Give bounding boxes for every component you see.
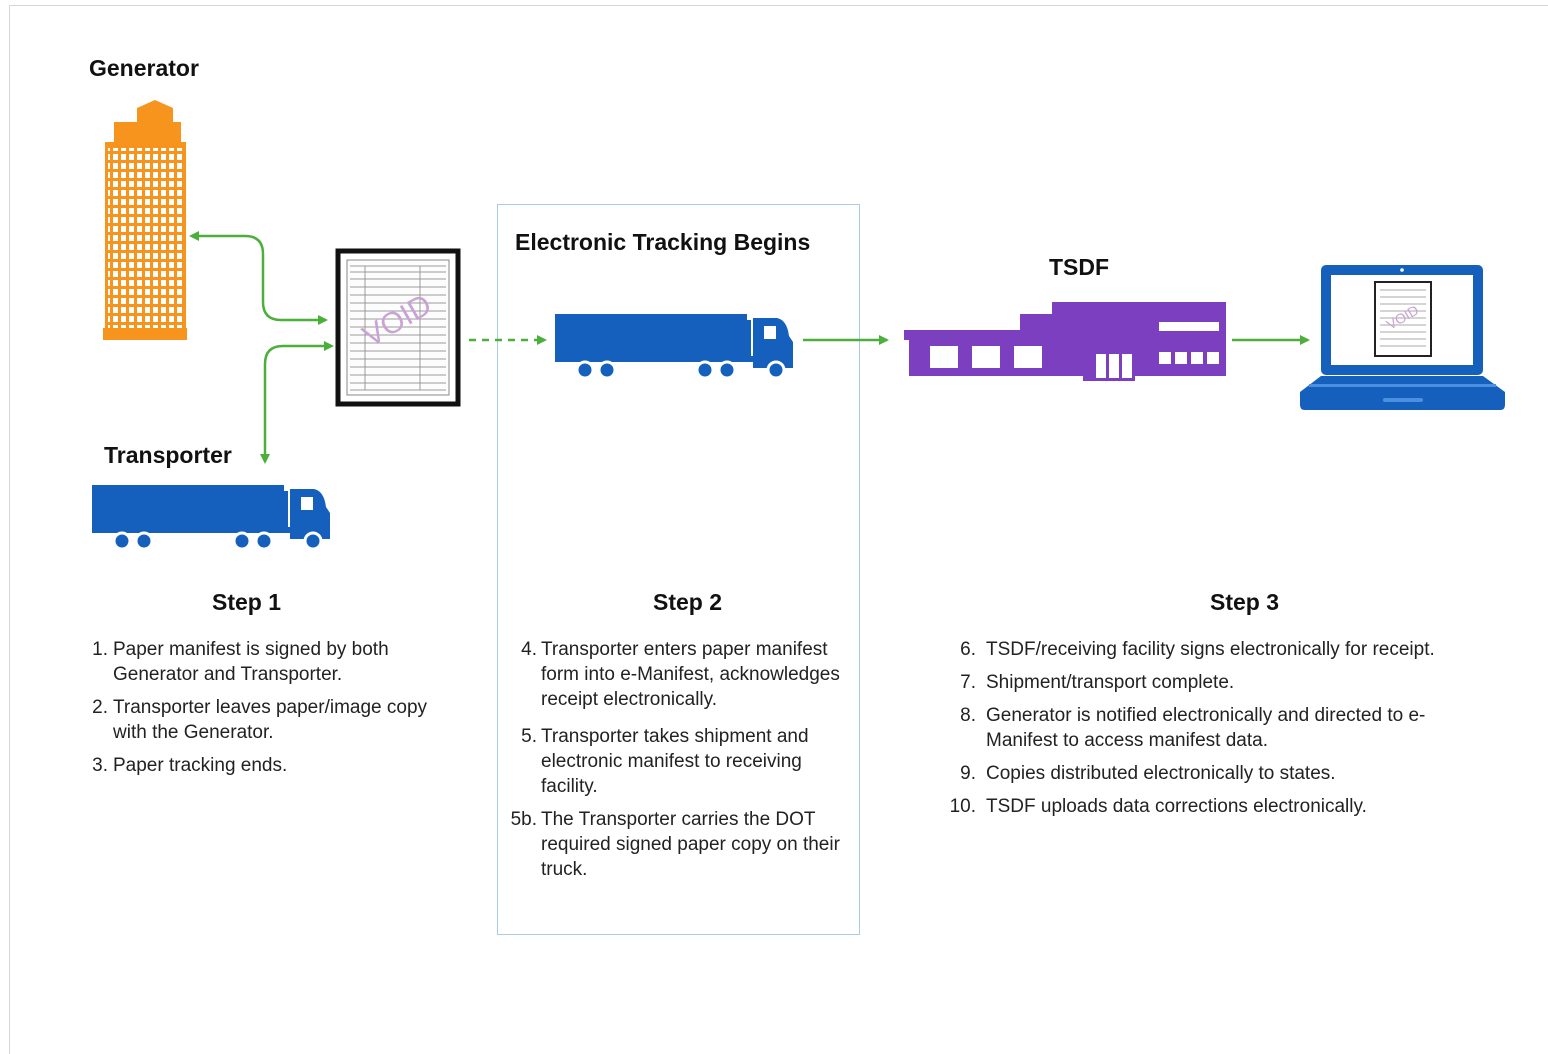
step-3-item: 10. TSDF uploads data corrections electro…: [946, 794, 1506, 819]
step-number: 1.: [92, 639, 108, 660]
step-text: Paper manifest is signed by both Generat…: [113, 639, 389, 685]
step-2-list: 4.Transporter enters paper manifest form…: [505, 637, 850, 890]
tsdf-facility-icon: [904, 302, 1226, 381]
step-number: 5b.: [510, 809, 537, 830]
step-3-item: 7. Shipment/transport complete.: [946, 670, 1506, 695]
step-text: Shipment/transport complete.: [986, 672, 1235, 693]
step-number: 5.: [521, 726, 537, 747]
transporter-truck-icon: [92, 485, 330, 551]
step-text: Paper tracking ends.: [113, 755, 288, 776]
step-text: Transporter takes shipment and electroni…: [541, 726, 809, 797]
step-2-title: Step 2: [653, 589, 723, 615]
step-text: The Transporter carries the DOT required…: [541, 809, 840, 880]
step-number: 9.: [960, 763, 976, 784]
step-3-list: 6. TSDF/receiving facility signs electron…: [946, 637, 1506, 827]
step-text: Transporter enters paper manifest form i…: [541, 639, 840, 710]
step-number: 10.: [949, 796, 976, 817]
step-1-list: 1.Paper manifest is signed by both Gener…: [88, 637, 428, 786]
step-1-title: Step 1: [212, 589, 282, 615]
step-number: 3.: [92, 755, 108, 776]
step-text: Generator is notified electronically and…: [986, 705, 1426, 751]
step-text: TSDF uploads data corrections electronic…: [986, 796, 1367, 817]
step-1-item: 3.Paper tracking ends.: [88, 753, 428, 778]
step-2-item: 5.Transporter takes shipment and electro…: [505, 724, 850, 799]
transporter-manifest-arrow: [260, 341, 334, 464]
diagram-frame: [9, 5, 1548, 1054]
tsdf-label: TSDF: [1049, 254, 1110, 280]
electronic-tracking-box: [497, 204, 860, 935]
electronic-tracking-label: Electronic Tracking Begins: [515, 229, 811, 255]
step-2-item: 5b.The Transporter carries the DOT requi…: [505, 807, 850, 882]
step-text: TSDF/receiving facility signs electronic…: [986, 639, 1435, 660]
step-text: Transporter leaves paper/image copy with…: [113, 697, 428, 743]
step-number: 7.: [960, 672, 976, 693]
paper-manifest-icon: VOID: [335, 248, 461, 407]
step-2-item: 4.Transporter enters paper manifest form…: [505, 637, 850, 712]
generator-label: Generator: [89, 55, 199, 81]
etracking-truck-icon: [555, 314, 793, 380]
step-3-item: 6. TSDF/receiving facility signs electron…: [946, 637, 1506, 662]
transporter-label: Transporter: [104, 442, 232, 468]
step-number: 6.: [960, 639, 976, 660]
step-3-item: 8. Generator is notified electronically a…: [946, 703, 1506, 753]
step-number: 2.: [92, 697, 108, 718]
step-3-item: 9. Copies distributed electronically to s…: [946, 761, 1506, 786]
step-1-item: 2.Transporter leaves paper/image copy wi…: [88, 695, 428, 745]
step-1-item: 1.Paper manifest is signed by both Gener…: [88, 637, 428, 687]
generator-building-icon: [103, 100, 187, 340]
step-text: Copies distributed electronically to sta…: [986, 763, 1336, 784]
generator-manifest-arrow: [189, 231, 328, 325]
step-3-title: Step 3: [1210, 589, 1280, 615]
step-number: 4.: [521, 639, 537, 660]
laptop-icon: VOID: [1300, 265, 1505, 410]
step-number: 8.: [960, 705, 976, 726]
